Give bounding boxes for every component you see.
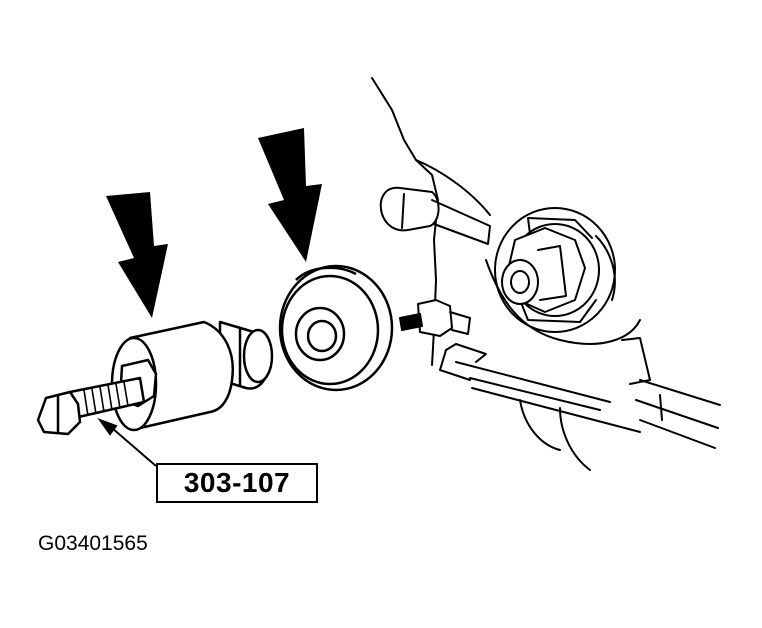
seal-icon <box>278 264 394 392</box>
leader-line <box>97 417 157 467</box>
installer-tool-icon <box>36 320 274 436</box>
arrow-icon <box>106 192 168 318</box>
tool-number-text: 303-107 <box>183 467 291 498</box>
figure-id: G03401565 <box>38 532 148 555</box>
engine-front-cover-icon <box>371 77 721 471</box>
arrow-icon <box>258 128 322 262</box>
tool-number-label: 303-107 <box>156 463 318 503</box>
